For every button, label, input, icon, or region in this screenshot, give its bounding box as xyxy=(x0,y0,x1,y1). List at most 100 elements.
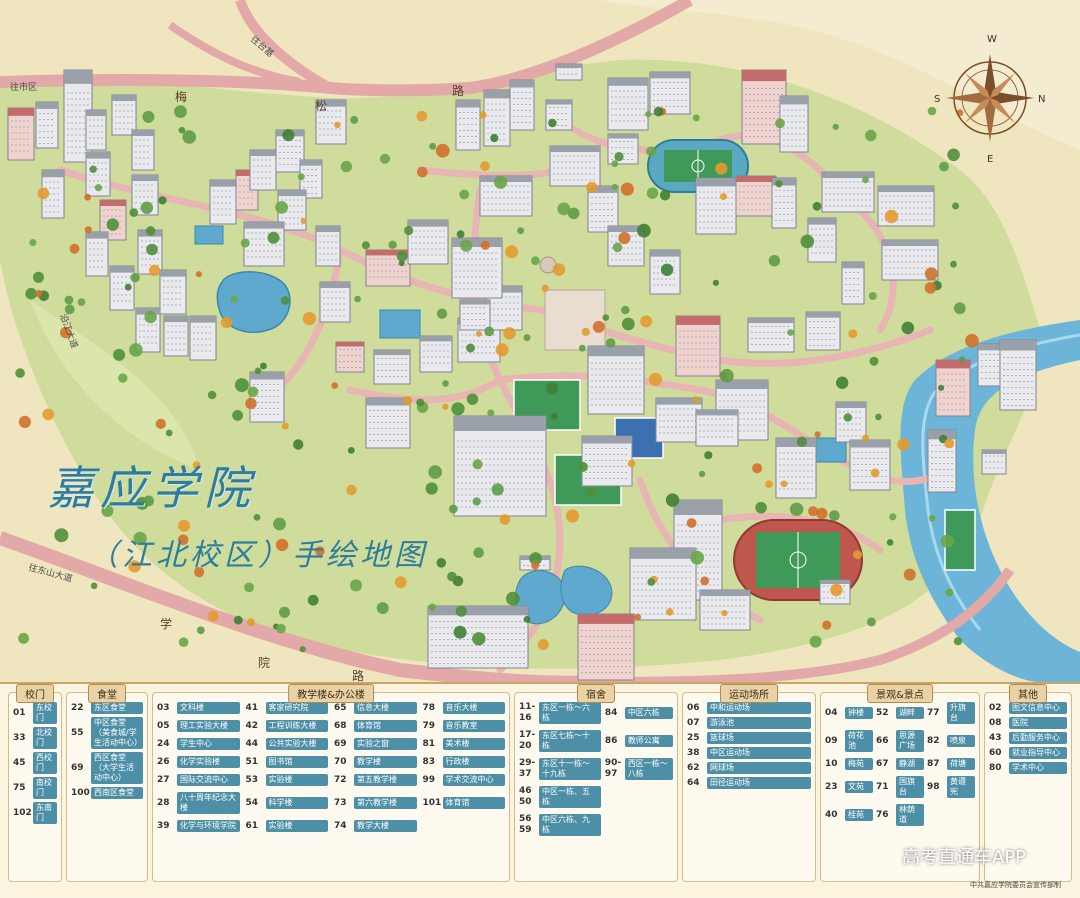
tree xyxy=(692,114,700,122)
tree xyxy=(865,129,877,142)
tree xyxy=(253,514,261,521)
tree xyxy=(403,396,413,405)
tree xyxy=(260,362,267,370)
tree xyxy=(775,118,785,129)
tree xyxy=(836,376,849,389)
tree xyxy=(142,110,155,123)
building xyxy=(407,219,449,265)
campus-map: 往市区 往台基 梅 松 路 往东山大道 学 院 路 沿江大道 W S N E xyxy=(0,0,1080,682)
tree xyxy=(220,316,233,329)
tree xyxy=(232,410,244,421)
legend-item-number: 07 xyxy=(687,717,700,728)
tree xyxy=(436,558,447,568)
building xyxy=(555,63,583,81)
tree xyxy=(460,239,473,252)
road-taiji xyxy=(235,0,333,93)
tree xyxy=(300,217,307,224)
tree xyxy=(302,312,316,326)
legend-item-number: 41 xyxy=(245,702,259,713)
tree xyxy=(618,231,631,245)
legend-item-number: 101 xyxy=(422,797,442,808)
tree xyxy=(523,615,531,623)
tree xyxy=(18,415,31,428)
tree xyxy=(396,250,408,262)
building xyxy=(587,345,645,415)
road-meisong-east xyxy=(469,0,693,94)
legend-item-name: 信息大楼 xyxy=(354,702,417,714)
tree xyxy=(853,550,862,560)
legend-item-number: 99 xyxy=(422,774,436,785)
tree xyxy=(796,436,808,447)
road-char-3: 路 xyxy=(452,83,464,98)
tree xyxy=(614,152,624,162)
tree xyxy=(196,626,205,635)
tree xyxy=(646,146,657,157)
tree xyxy=(557,202,571,216)
building xyxy=(249,371,285,423)
tree xyxy=(25,287,37,300)
tree xyxy=(428,603,436,611)
legend-item-name: 音乐大楼 xyxy=(442,702,505,714)
compass-west: W xyxy=(987,34,997,45)
road-riverside xyxy=(599,567,1015,682)
tree xyxy=(637,223,651,238)
legend-item-name: 实验之窗 xyxy=(354,738,417,750)
tree xyxy=(417,166,428,178)
tree xyxy=(350,579,362,592)
map-subtitle: （江北校区）手绘地图 xyxy=(88,538,428,573)
legend-item-number: 66 xyxy=(876,735,889,746)
tree xyxy=(704,451,713,460)
tree xyxy=(903,568,916,581)
building xyxy=(319,281,351,323)
legend-item-number: 68 xyxy=(334,720,347,731)
tree xyxy=(924,267,938,281)
legend-item-name: 东区一栋～六栋 xyxy=(539,702,601,724)
tree xyxy=(494,175,508,189)
tree xyxy=(447,571,457,582)
tree xyxy=(698,470,706,478)
legend-item-number: 33 xyxy=(13,732,26,743)
building xyxy=(111,94,137,136)
tree xyxy=(416,110,428,122)
tree xyxy=(787,329,794,336)
legend-item-number: 45 xyxy=(13,757,26,768)
tree xyxy=(273,517,286,531)
tree xyxy=(429,142,437,150)
tree xyxy=(586,181,598,194)
legend-teaching-title: 教学楼&办公楼 xyxy=(288,684,374,703)
building xyxy=(85,231,109,277)
tree xyxy=(466,343,475,353)
legend-item-name: 客家研究院 xyxy=(265,702,328,714)
legend-item-number: 24 xyxy=(157,738,170,749)
legend-item-number: 43 xyxy=(989,732,1002,743)
buildings-layer xyxy=(7,63,1037,681)
road-char-6: 路 xyxy=(352,668,364,682)
building xyxy=(335,341,365,373)
tree xyxy=(700,576,710,586)
tree xyxy=(94,184,102,192)
tree xyxy=(901,321,915,335)
tree xyxy=(506,591,520,606)
building xyxy=(629,547,697,621)
tree xyxy=(64,304,75,315)
tree xyxy=(118,373,128,383)
legend-item-name: 国旗台 xyxy=(896,776,924,798)
legend-item-name: 行政楼 xyxy=(442,756,505,768)
legend-item-number: 60 xyxy=(989,747,1002,758)
tree xyxy=(829,510,840,521)
legend-item-name: 化学与环境学院 xyxy=(177,820,240,832)
pool xyxy=(194,225,224,245)
tree xyxy=(944,438,955,449)
legend-item-name: 西校门 xyxy=(33,752,57,774)
tree xyxy=(812,201,822,211)
building xyxy=(981,449,1007,475)
